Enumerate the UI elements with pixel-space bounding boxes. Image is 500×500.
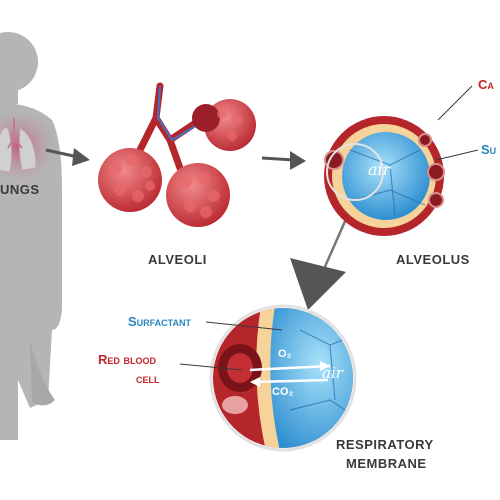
label-membrane: MEMBRANE <box>346 456 427 471</box>
arrow-lungs-to-alveoli <box>45 148 90 166</box>
arrow-alveoli-to-alveolus <box>261 151 306 170</box>
label-alveolus: ALVEOLUS <box>396 252 470 267</box>
lungs-icon <box>0 112 58 188</box>
arrow-alveolus-to-membrane <box>290 209 352 310</box>
label-surfactant-top: Su <box>481 142 497 157</box>
pointer-lines-bottom <box>179 321 283 371</box>
label-o2: O₂ <box>278 348 292 360</box>
respiratory-membrane-illustration <box>209 304 357 452</box>
label-alveoli: ALVEOLI <box>148 252 207 267</box>
alveolus-illustration <box>324 116 445 236</box>
label-red-blood: Red blood <box>98 352 156 367</box>
label-air-top: air <box>368 160 391 179</box>
label-respiratory: RESPIRATORY <box>336 437 434 452</box>
label-air-bottom: air <box>322 364 343 382</box>
label-lungs: UNGS <box>0 182 40 197</box>
human-silhouette <box>0 32 62 440</box>
label-capillary: Ca <box>478 77 494 92</box>
label-cell: cell <box>136 371 160 386</box>
alveoli-cluster <box>98 82 256 227</box>
label-co2: CO₂ <box>272 386 294 398</box>
label-surfactant: Surfactant <box>128 314 191 329</box>
pointer-lines-top <box>435 85 479 161</box>
